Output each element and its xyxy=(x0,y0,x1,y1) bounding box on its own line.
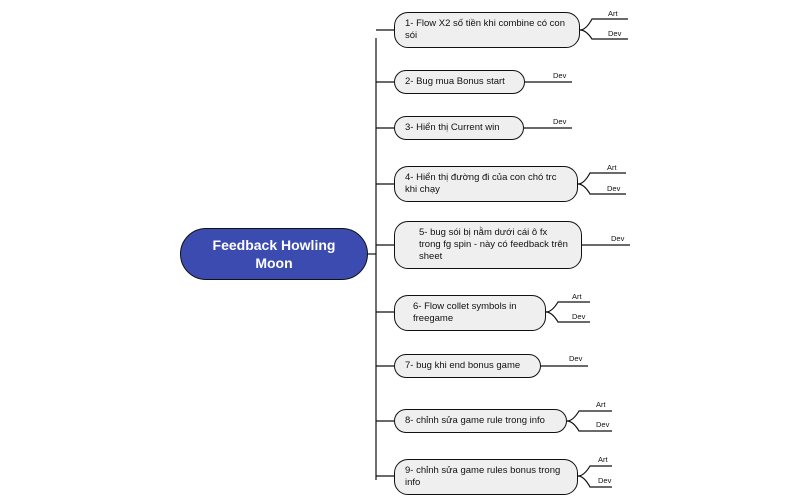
topic-3[interactable]: 3- Hiển thị Current win xyxy=(394,116,524,140)
leaf-line-4-dev xyxy=(577,183,626,195)
root-topic[interactable]: Feedback Howling Moon xyxy=(180,228,368,280)
leaf-line-4-art xyxy=(577,172,626,185)
topic-8-leaf-dev[interactable]: Dev xyxy=(596,420,610,429)
topic-1-leaf-art[interactable]: Art xyxy=(608,9,618,18)
topic-5-label: 5- bug sói bị nằm dưới cái ô fx trong fg… xyxy=(419,227,568,262)
leaf-line-6-art xyxy=(545,301,590,313)
topic-6[interactable]: 6- Flow collet symbols in freegame xyxy=(394,295,546,331)
topic-2-leaf-dev[interactable]: Dev xyxy=(553,71,567,80)
topic-5[interactable]: 5- bug sói bị nằm dưới cái ô fx trong fg… xyxy=(394,221,582,269)
topic-9-label: 9- chỉnh sửa game rules bonus trong info xyxy=(405,465,561,488)
topic-1-leaf-dev[interactable]: Dev xyxy=(608,29,622,38)
leaf-line-8-dev xyxy=(566,420,612,432)
topic-4-leaf-art[interactable]: Art xyxy=(607,163,617,172)
topic-6-leaf-art[interactable]: Art xyxy=(572,292,582,301)
leaf-line-1-dev xyxy=(579,29,628,40)
topic-9[interactable]: 9- chỉnh sửa game rules bonus trong info xyxy=(394,459,578,495)
topic-9-leaf-art[interactable]: Art xyxy=(598,455,608,464)
topic-3-leaf-dev[interactable]: Dev xyxy=(553,117,567,126)
topic-4-leaf-dev[interactable]: Dev xyxy=(607,184,621,193)
topic-7-leaf-dev[interactable]: Dev xyxy=(569,354,583,363)
topic-6-leaf-dev[interactable]: Dev xyxy=(572,312,586,321)
topic-1[interactable]: 1- Flow X2 số tiền khi combine có con só… xyxy=(394,12,580,48)
leaf-line-9-art xyxy=(577,465,612,477)
topic-5-leaf-dev[interactable]: Dev xyxy=(611,234,625,243)
topic-7[interactable]: 7- bug khi end bonus game xyxy=(394,354,541,378)
leaf-line-9-dev xyxy=(577,475,612,488)
topic-8-label: 8- chỉnh sửa game rule trong info xyxy=(405,415,545,426)
topic-7-label: 7- bug khi end bonus game xyxy=(405,360,521,371)
topic-1-label: 1- Flow X2 số tiền khi combine có con só… xyxy=(405,18,565,41)
topic-3-label: 3- Hiển thị Current win xyxy=(405,122,500,133)
topic-6-label: 6- Flow collet symbols in freegame xyxy=(413,301,517,324)
topic-9-leaf-dev[interactable]: Dev xyxy=(598,476,612,485)
topic-2-label: 2- Bug mua Bonus start xyxy=(405,76,505,87)
root-topic-label: Feedback Howling Moon xyxy=(212,237,336,271)
topic-8[interactable]: 8- chỉnh sửa game rule trong info xyxy=(394,409,567,433)
topic-4[interactable]: 4- Hiển thị đường đi của con chó trc khi… xyxy=(394,166,578,202)
topic-4-label: 4- Hiển thị đường đi của con chó trc khi… xyxy=(405,172,557,195)
leaf-line-6-dev xyxy=(545,311,590,323)
topic-2[interactable]: 2- Bug mua Bonus start xyxy=(394,70,525,94)
topic-8-leaf-art[interactable]: Art xyxy=(596,400,606,409)
